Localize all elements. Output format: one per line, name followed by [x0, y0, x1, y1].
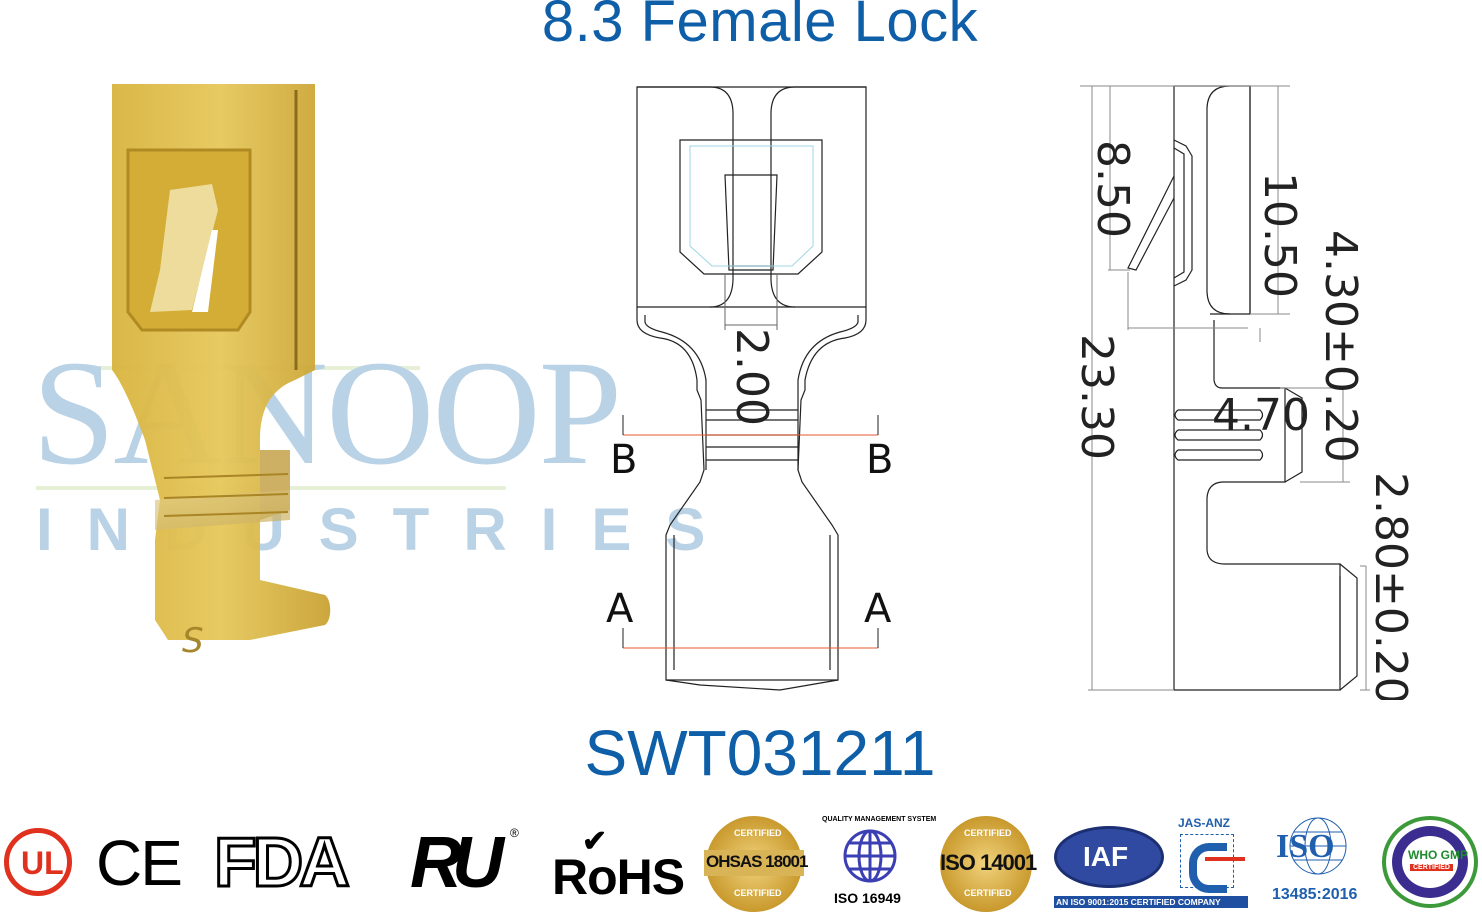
dimension-width: 2.00 [726, 328, 777, 426]
registered-icon: ® [510, 826, 519, 840]
checkmark-icon: ✔ [582, 825, 608, 858]
section-label-a-right: A [864, 586, 892, 632]
page-title: 8.3 Female Lock [541, 0, 979, 54]
side-view-drawing: 8.50 23.30 10.50 4.70 4.30±0.20 2.80±0.2… [1071, 85, 1416, 700]
dimension-wire-crimp: 4.30±0.20 [1315, 230, 1366, 463]
iso-14001-seal: CERTIFIED ISO 14001 CERTIFIED [940, 816, 1037, 912]
section-label-a-left: A [606, 586, 634, 632]
section-label-b-left: B [610, 437, 637, 483]
dimension-contact-length: 10.50 [1254, 172, 1305, 298]
stamp-mark: S [182, 621, 204, 661]
iso-13485-logo: ISO 13485:2016 [1272, 816, 1364, 908]
iaf-jas-anz-logo: IAF JAS-ANZ AN ISO 9001:2015 CERTIFIED C… [1054, 816, 1248, 908]
section-label-b-right: B [866, 437, 893, 483]
globe-icon [1289, 817, 1347, 875]
front-view-drawing: 2.00 B B A A [606, 86, 893, 691]
dimension-lance-length: 8.50 [1087, 140, 1138, 238]
iso-16949-logo: QUALITY MANAGEMENT SYSTEM ISO 16949 [822, 816, 937, 906]
part-number: SWT031211 [584, 717, 936, 789]
watermark-industries: INDUSTRIES [36, 496, 740, 563]
globe-icon [843, 829, 897, 883]
who-gmp-seal: WHO GMP CERTIFIED [1382, 816, 1478, 908]
iaf-oval: IAF [1054, 826, 1164, 888]
dimension-lance-height: 4.70 [1212, 390, 1310, 441]
certifications-row: UL CE FDA RU ® ✔ RoHS CERTIFIED OHSAS 18… [0, 812, 1482, 912]
product-photo: S [112, 84, 331, 661]
jas-anz-mark [1180, 834, 1245, 893]
dimension-insulation-crimp: 2.80±0.20 [1365, 472, 1416, 700]
ul-logo: UL [4, 828, 72, 896]
dimension-overall-length: 23.30 [1071, 334, 1122, 460]
ohsas-18001-seal: CERTIFIED OHSAS 18001 CERTIFIED [704, 816, 808, 912]
